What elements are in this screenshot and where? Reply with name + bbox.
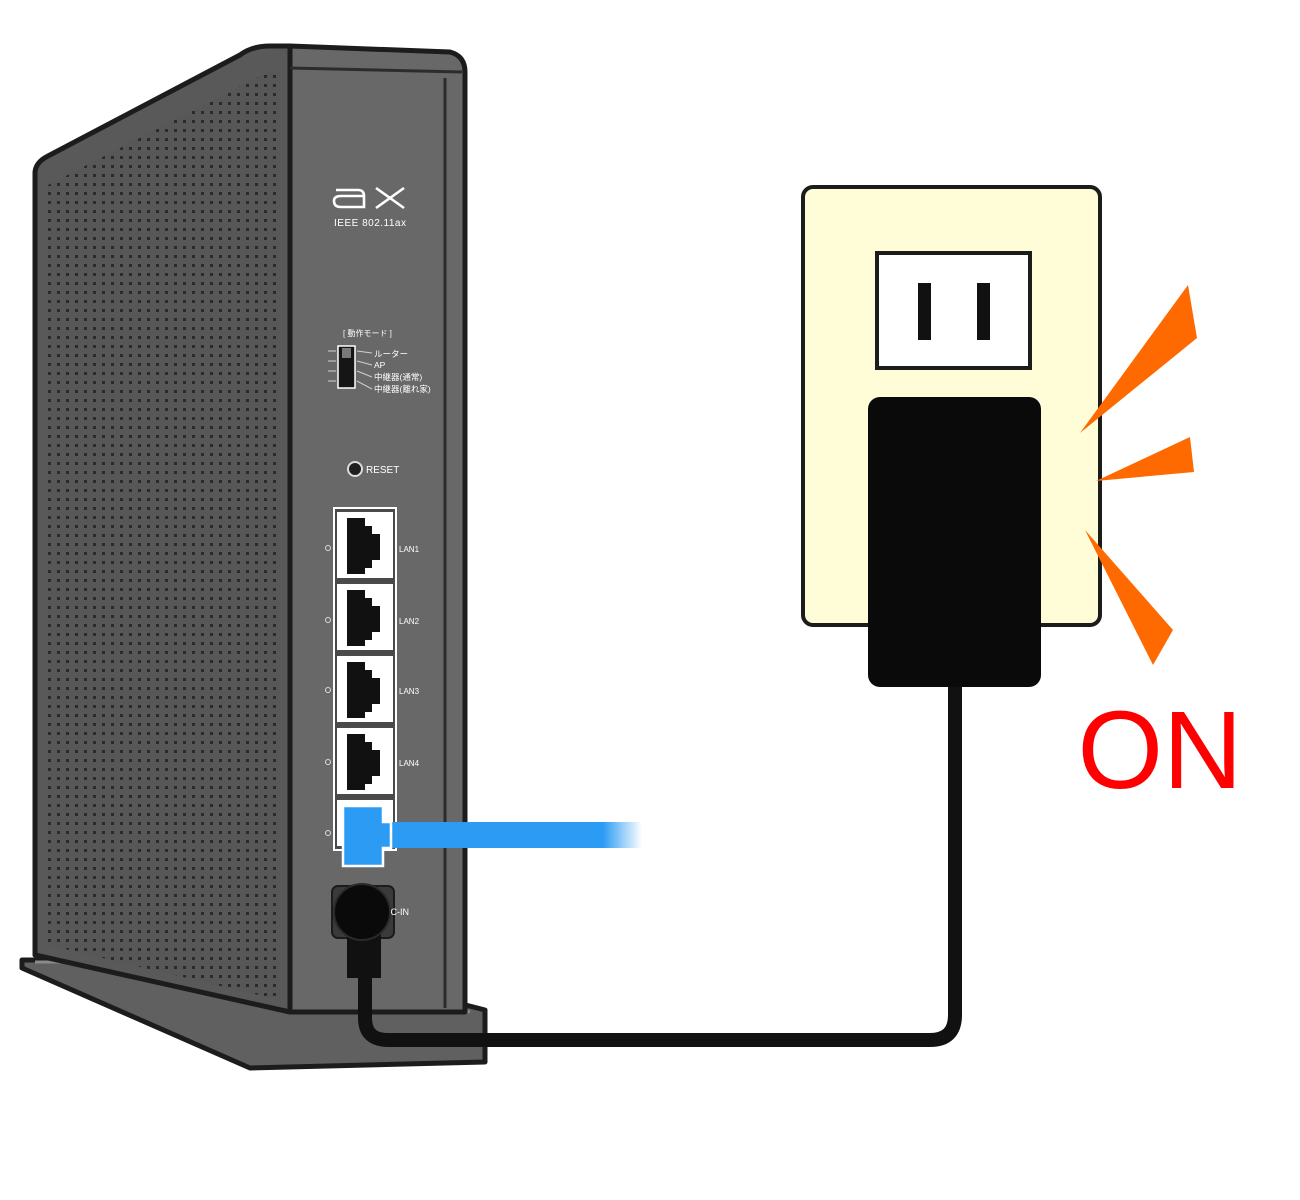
mode-switch-title: [ 動作モード ] xyxy=(343,328,392,338)
mode-switch-knob xyxy=(342,348,351,358)
lan-port-4: LAN4 xyxy=(325,728,420,794)
lan-port-block: LAN1 LAN2 LAN3 LAN4 xyxy=(325,507,420,851)
wifi-router-icon: IEEE 802.11ax [ 動作モード ] ルーター AP 中継器(通常) … xyxy=(19,43,488,1071)
lan-cable xyxy=(341,804,642,868)
power-status-label: ON xyxy=(1078,689,1243,812)
dc-in-label: DC-IN xyxy=(384,907,409,917)
mode-option-repeater-far: 中継器(離れ家) xyxy=(374,384,431,394)
lan-port-2: LAN2 xyxy=(325,584,420,650)
power-on-burst-icon xyxy=(1080,285,1197,665)
ax-logo xyxy=(332,186,405,210)
lan2-label: LAN2 xyxy=(399,617,420,626)
lan-cable-plug xyxy=(341,804,393,868)
mode-option-ap: AP xyxy=(374,360,386,370)
power-cable xyxy=(333,682,962,1047)
lan3-label: LAN3 xyxy=(399,687,420,696)
reset-label: RESET xyxy=(366,465,399,476)
lan1-label: LAN1 xyxy=(399,545,420,554)
mode-switch: [ 動作モード ] ルーター AP 中継器(通常) 中継器(離れ家) xyxy=(328,328,431,394)
mode-option-repeater: 中継器(通常) xyxy=(374,372,422,382)
reset-button: RESET xyxy=(347,461,399,477)
standard-label: IEEE 802.11ax xyxy=(334,218,406,229)
dc-plug-head xyxy=(333,883,391,941)
lan-port-3: LAN3 xyxy=(325,656,420,722)
lan4-label: LAN4 xyxy=(399,759,420,768)
ac-adapter-icon xyxy=(868,397,1041,687)
lan-port-1: LAN1 xyxy=(325,512,420,578)
outlet-socket xyxy=(875,251,1032,370)
mode-option-router: ルーター xyxy=(374,349,408,359)
